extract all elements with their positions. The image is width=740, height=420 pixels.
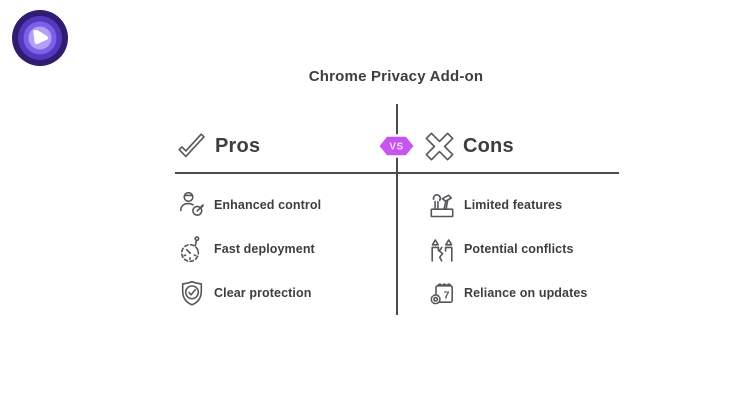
cons-header: Cons <box>423 129 514 163</box>
conflict-icon <box>431 239 453 262</box>
calendar-gear-icon: 7 <box>430 283 454 305</box>
pros-item-label: Clear protection <box>214 286 312 300</box>
center-divider-vertical <box>396 104 398 315</box>
cons-item-limited-features: Limited features <box>427 190 562 220</box>
pros-header: Pros <box>175 129 260 163</box>
pros-item-label: Fast deployment <box>214 242 315 256</box>
cons-item-label: Reliance on updates <box>464 286 588 300</box>
cons-item-label: Potential conflicts <box>464 242 574 256</box>
brand-logo-icon <box>12 10 68 66</box>
vs-hexagon-icon: VS <box>377 134 416 158</box>
calendar-day-label: 7 <box>444 290 450 302</box>
user-gauge-icon <box>180 191 204 216</box>
vs-badge-label: VS <box>389 142 403 153</box>
header-divider-horizontal <box>175 172 619 174</box>
pros-item-clear-protection: Clear protection <box>177 278 311 308</box>
pros-item-label: Enhanced control <box>214 198 322 212</box>
page-title: Chrome Privacy Add-on <box>308 68 484 85</box>
speedometer-icon <box>180 236 200 263</box>
pros-item-enhanced-control: Enhanced control <box>177 190 321 220</box>
vs-badge: VS <box>377 132 416 160</box>
shield-check-icon <box>181 280 203 306</box>
cons-item-reliance-on-updates: 7 Reliance on updates <box>427 278 587 308</box>
toolbox-icon <box>430 194 454 218</box>
cons-header-label: Cons <box>463 134 514 157</box>
cross-icon <box>425 132 454 160</box>
cons-item-label: Limited features <box>464 198 563 212</box>
pros-header-label: Pros <box>215 134 261 157</box>
brand-logo <box>12 10 68 66</box>
pros-item-fast-deployment: Fast deployment <box>177 234 315 264</box>
cons-item-potential-conflicts: Potential conflicts <box>427 234 574 264</box>
check-icon <box>178 132 205 157</box>
